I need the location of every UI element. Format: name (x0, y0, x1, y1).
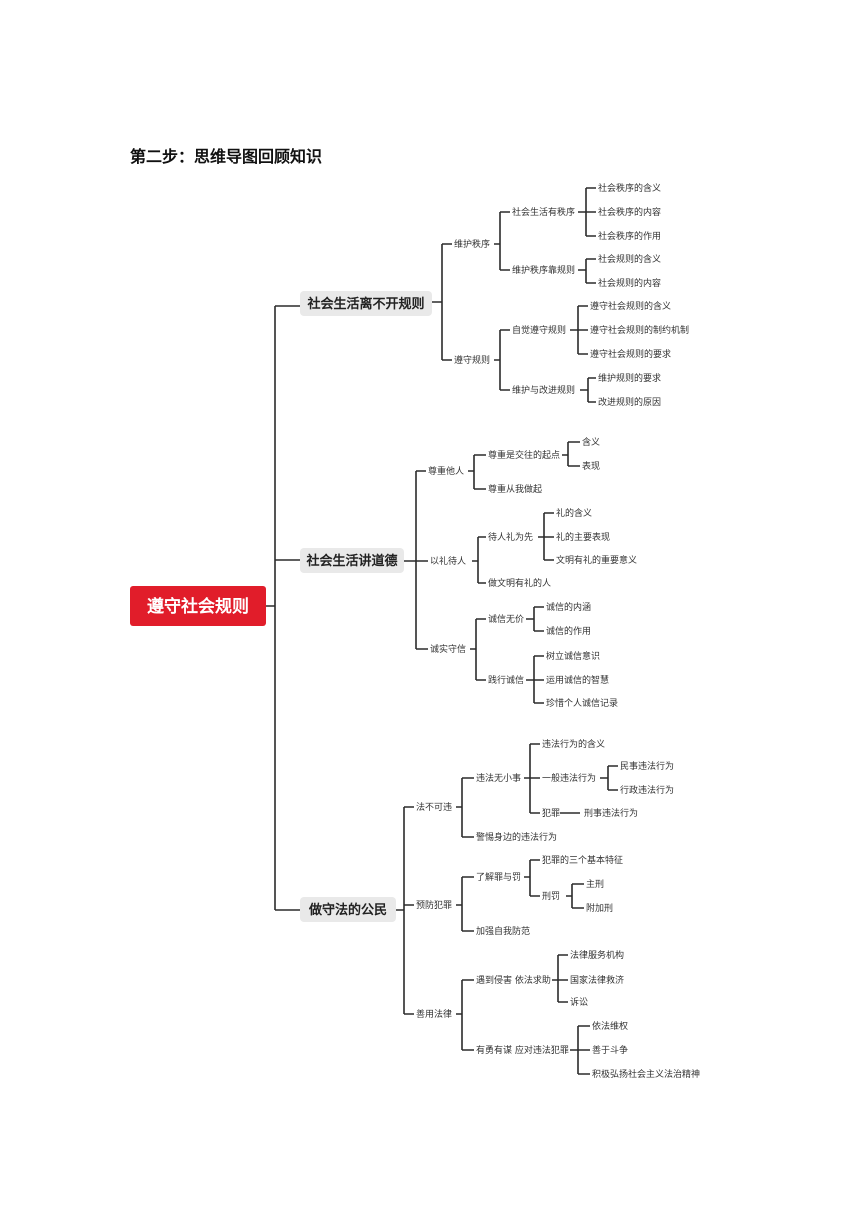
node-jingti-shenbian-weifa: 警惕身边的违法行为 (476, 831, 557, 843)
node-liaojie-zui-yu-fa: 了解罪与罚 (476, 871, 521, 883)
node-zuo-wenming-youli-deren: 做文明有礼的人 (488, 577, 551, 589)
branch2-box (300, 548, 404, 573)
node-fanzui: 犯罪 (542, 808, 560, 819)
leaf-2c1-0: 诚信的内涵 (546, 601, 591, 613)
root-node (130, 586, 266, 626)
node-yi-li-dairen: 以礼待人 (430, 555, 466, 567)
leaf-1a2-0: 社会规则的含义 (598, 253, 661, 265)
leaf-3b1-x1: 犯罪的三个基本特征 (542, 854, 623, 866)
connector-lines (266, 187, 618, 1075)
branch2-label: 社会生活讲道德 (305, 553, 397, 569)
node-youyong-youmou: 有勇有谋 应对违法犯罪 (476, 1044, 569, 1056)
leaf-3c2-2: 积极弘扬社会主义法治精神 (592, 1068, 700, 1080)
node-jianxing-chengxin: 践行诚信 (488, 674, 524, 686)
node-weihu-zhixu-kao-guize: 维护秩序靠规则 (512, 264, 575, 276)
node-yiban-weifa-xingwei: 一般违法行为 (542, 772, 596, 784)
node-weihu-zhixu: 维护秩序 (454, 238, 490, 250)
leaf-2b1-1: 礼的主要表现 (556, 531, 610, 543)
branch1-label: 社会生活离不开规则 (306, 296, 424, 312)
node-chengxin-wujia: 诚信无价 (488, 613, 524, 625)
node-zijue-zunshou-guize: 自觉遵守规则 (512, 324, 566, 336)
node-zunzhong-shi-jiaowang-qidian: 尊重是交往的起点 (488, 449, 560, 461)
leaf-1b1-2: 遵守社会规则的要求 (590, 348, 671, 360)
leaf-3a1-x2-0: 民事违法行为 (620, 760, 674, 772)
branch3-nodes: 法不可违 违法无小事 违法行为的含义 一般违法行为 民事违法行为 行政违法行为 … (416, 738, 700, 1080)
leaf-2c1-1: 诚信的作用 (546, 625, 591, 637)
leaf-3a1-x2-1: 行政违法行为 (620, 784, 674, 796)
leaf-2c2-2: 珍惜个人诚信记录 (546, 697, 618, 709)
leaf-3c1-0: 法律服务机构 (570, 949, 624, 961)
leaf-3b1-x2-0: 主刑 (586, 878, 604, 890)
leaf-1a1-1: 社会秩序的内容 (598, 206, 661, 218)
leaf-3a1-x3: 刑事违法行为 (584, 807, 638, 819)
node-yufang-fanzui: 预防犯罪 (416, 899, 452, 911)
leaf-3c2-0: 依法维权 (592, 1020, 628, 1032)
branch1-box (300, 291, 432, 316)
node-shehui-shenghuo-you-zhixu: 社会生活有秩序 (512, 206, 575, 218)
node-fa-bu-ke-wei: 法不可违 (416, 801, 452, 813)
node-zunzhong-cong-wo-zuoqi: 尊重从我做起 (488, 483, 542, 495)
node-chengshi-shouxin: 诚实守信 (430, 643, 466, 655)
leaf-1b2-0: 维护规则的要求 (598, 372, 661, 384)
leaf-3c2-1: 善于斗争 (592, 1044, 628, 1056)
leaf-1a2-1: 社会规则的内容 (598, 277, 661, 289)
node-dairen-li-wei-xian: 待人礼为先 (488, 531, 533, 543)
node-yudao-qinhai: 遇到侵害 依法求助 (476, 974, 551, 986)
leaf-2b1-0: 礼的含义 (556, 507, 592, 519)
leaf-2c2-0: 树立诚信意识 (546, 650, 600, 662)
leaf-1a1-0: 社会秩序的含义 (598, 182, 661, 194)
node-weihu-yu-gaijin-guize: 维护与改进规则 (512, 384, 575, 396)
node-shanyong-falv: 善用法律 (416, 1008, 452, 1020)
leaf-1b1-1: 遵守社会规则的制约机制 (590, 324, 689, 336)
branch2-nodes: 尊重他人 尊重是交往的起点 含义 表现 尊重从我做起 以礼待人 待人礼为先 礼的… (428, 436, 637, 709)
branch3-box (300, 897, 396, 922)
leaf-2b1-2: 文明有礼的重要意义 (556, 554, 637, 566)
node-weifa-wu-xiaoshi: 违法无小事 (476, 772, 521, 784)
leaf-1a1-2: 社会秩序的作用 (598, 230, 661, 242)
branch3-label: 做守法的公民 (308, 902, 387, 918)
branch1-nodes: 维护秩序 社会生活有秩序 社会秩序的含义 社会秩序的内容 社会秩序的作用 维护秩… (454, 182, 689, 408)
node-xingfa: 刑罚 (542, 891, 560, 902)
leaf-3b1-x2-1: 附加刑 (586, 902, 613, 914)
node-jiaqiang-ziwo-fangfan: 加强自我防范 (476, 925, 530, 937)
leaf-3a1-x1: 违法行为的含义 (542, 738, 605, 750)
node-zunzhong-taren: 尊重他人 (428, 465, 464, 477)
leaf-2a1-0: 含义 (582, 436, 600, 448)
leaf-2c2-1: 运用诚信的智慧 (546, 674, 609, 686)
leaf-2a1-1: 表现 (582, 460, 600, 472)
root-label: 遵守社会规则 (147, 596, 249, 617)
leaf-1b2-1: 改进规则的原因 (598, 396, 661, 408)
page-heading: 第二步：思维导图回顾知识 (130, 147, 323, 166)
leaf-3c1-1: 国家法律救济 (570, 974, 624, 986)
leaf-3c1-2: 诉讼 (570, 996, 588, 1008)
node-zunshou-guize: 遵守规则 (454, 354, 490, 366)
leaf-1b1-0: 遵守社会规则的含义 (590, 300, 671, 312)
